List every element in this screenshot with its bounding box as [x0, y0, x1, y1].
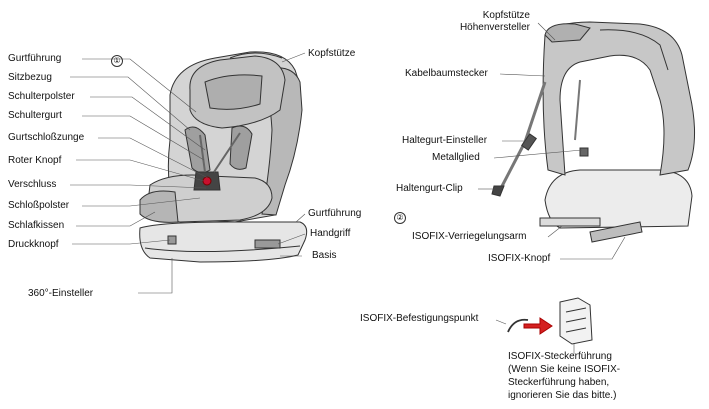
- label-schultergurt: Schultergurt: [8, 110, 62, 121]
- label-haltengurt-clip: Haltengurt-Clip: [396, 183, 463, 194]
- label-kopfstuetze-hoehe-1: Kopfstütze: [482, 10, 530, 21]
- label-gurtschlosszunge: Gurtschloßzunge: [8, 132, 85, 143]
- label-schlafkissen: Schlafkissen: [8, 220, 65, 231]
- label-kopfstuetze: Kopfstütze: [308, 48, 356, 59]
- isofix-guide: [559, 297, 593, 345]
- tether-clip: [491, 185, 505, 197]
- right-car-seat: [491, 21, 696, 243]
- label-isofix-verriegelungsarm: ISOFIX-Verriegelungsarm: [412, 231, 527, 242]
- isofix-arm: [539, 217, 601, 227]
- left-leader-lines: [70, 52, 306, 294]
- label-handgriff: Handgriff: [310, 228, 351, 239]
- sleep-cushion: [139, 190, 179, 223]
- figure-marker-2: ②: [394, 212, 406, 224]
- label-kopfstuetze-hoehe-2: Höhenversteller: [459, 22, 530, 33]
- label-roter-knopf: Roter Knopf: [8, 155, 62, 166]
- right-backrest: [542, 21, 696, 176]
- harness-belt: [199, 132, 241, 173]
- label-druckknopf: Druckknopf: [8, 239, 59, 250]
- label-isofix-knopf: ISOFIX-Knopf: [488, 253, 551, 264]
- isofix-anchor: [507, 318, 529, 333]
- shoulder-pad-right: [229, 125, 253, 170]
- label-basis: Basis: [312, 250, 337, 261]
- figure-marker-1: ①: [111, 55, 123, 67]
- label-360-einsteller: 360°-Einsteller: [28, 288, 94, 299]
- red-button: [202, 176, 212, 186]
- left-car-seat: [139, 51, 308, 263]
- label-sitzbezug: Sitzbezug: [8, 72, 52, 83]
- isofix-detail: [507, 297, 593, 345]
- label-kabelbaumstecker: Kabelbaumstecker: [405, 68, 488, 79]
- note-line-3: ignorieren Sie das bitte.): [508, 390, 617, 401]
- label-gurtfuehrung: Gurtführung: [8, 53, 62, 64]
- label-isofix-befestigungspunkt: ISOFIX-Befestigungspunkt: [360, 313, 479, 324]
- isofix-knob: [589, 221, 643, 243]
- label-gurtfuehrung-2: Gurtführung: [308, 208, 362, 219]
- top-tether: [498, 81, 547, 191]
- seat-base: [139, 221, 308, 263]
- right-headrest: [544, 23, 591, 43]
- isofix-leader-lines: [495, 319, 575, 354]
- label-schulterpolster: Schulterpolster: [8, 91, 75, 102]
- note-line-1: (Wenn Sie keine ISOFIX-: [508, 364, 621, 375]
- metal-link: [579, 147, 589, 157]
- insert-arrow: [523, 317, 553, 335]
- note-line-2: Steckerführung haben,: [508, 377, 610, 388]
- label-isofix-steckerfuehrung: ISOFIX-Steckerführung: [508, 351, 612, 362]
- right-leader-lines: [478, 22, 626, 260]
- label-haltegurt-einsteller: Haltegurt-Einsteller: [402, 135, 488, 146]
- label-metallglied: Metallglied: [432, 152, 480, 163]
- tether-adjuster: [521, 133, 537, 151]
- label-verschluss: Verschluss: [8, 179, 57, 190]
- label-schlosspolster: Schloßpolster: [8, 200, 70, 211]
